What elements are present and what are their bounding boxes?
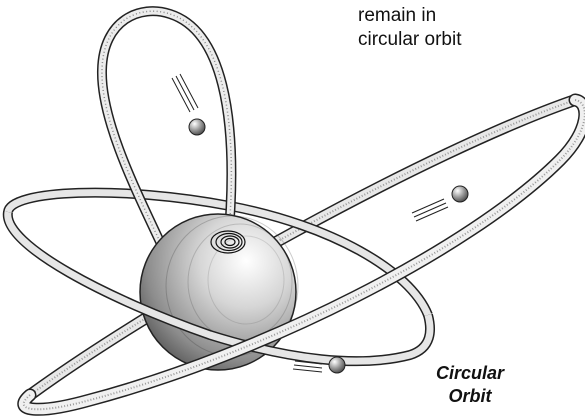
motion-lines-top — [171, 73, 199, 113]
large-orbit-ring-back — [24, 94, 581, 401]
planet — [139, 213, 299, 371]
orbiting-body-right — [411, 185, 469, 222]
vertical-orbit-loop — [96, 6, 237, 317]
annotation-line-1: remain in — [358, 5, 437, 26]
large-orbit-ring-front — [17, 93, 585, 416]
annotation-line-2: circular orbit — [358, 29, 462, 50]
orbiting-body-top — [171, 73, 206, 136]
annotation-caption: remain in circular orbit — [358, 4, 558, 52]
diagram-label: Circular Orbit — [410, 362, 530, 408]
motion-lines-bottom — [292, 360, 323, 373]
orbiting-body-bottom — [292, 356, 346, 374]
diagram-label-line-2: Orbit — [448, 386, 492, 406]
diagram-label-line-1: Circular — [435, 363, 505, 383]
vortex-marker — [210, 230, 246, 254]
motion-lines-right — [411, 198, 449, 222]
